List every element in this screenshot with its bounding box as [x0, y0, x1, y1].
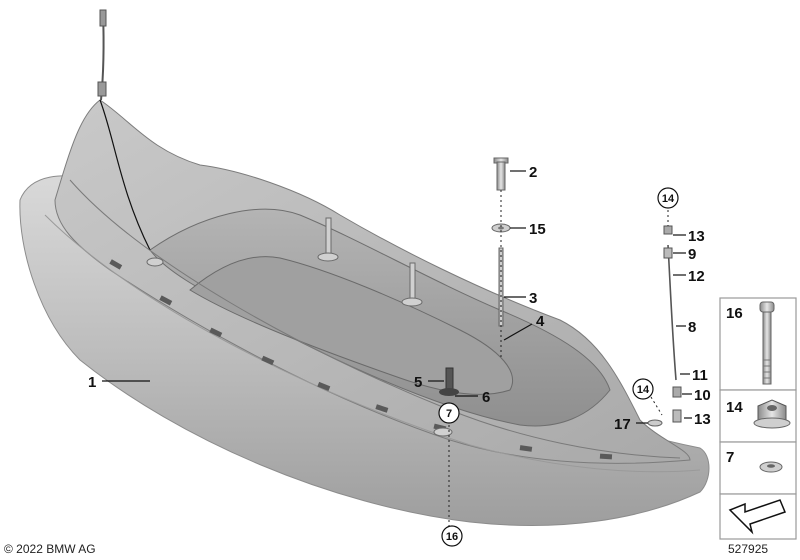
legend-7: 7 — [726, 449, 734, 466]
callout-15: 15 — [529, 221, 546, 238]
callout-6: 6 — [482, 389, 490, 406]
callout-3: 3 — [529, 290, 537, 307]
svg-text:14: 14 — [662, 193, 675, 205]
callout-9: 9 — [688, 246, 696, 263]
washer-icon — [759, 461, 783, 473]
callout-13b: 13 — [694, 411, 711, 428]
bowden-cable-left — [97, 9, 107, 101]
callout-17: 17 — [614, 416, 631, 433]
callout-11: 11 — [692, 367, 708, 384]
circled-callout-16: 16 — [441, 525, 463, 547]
front-spoiler-panel — [19, 99, 710, 526]
legend-14: 14 — [726, 399, 743, 416]
copyright: © 2022 BMW AG — [4, 542, 96, 556]
bowden-cable-right — [647, 225, 682, 427]
clip-5 — [439, 367, 459, 396]
svg-text:7: 7 — [446, 408, 452, 420]
bolt-2 — [493, 157, 509, 191]
callout-10: 10 — [694, 387, 711, 404]
callout-5: 5 — [414, 374, 422, 391]
flange-nut-icon — [753, 399, 791, 429]
circled-callout-14-top: 14 — [657, 187, 679, 209]
assembly-lines — [448, 190, 669, 528]
circled-callout-14-mid: 14 — [632, 378, 654, 400]
callout-8: 8 — [688, 319, 696, 336]
callout-4: 4 — [536, 313, 545, 330]
callout-1: 1 — [88, 374, 96, 391]
bolt-icon — [759, 301, 775, 385]
svg-text:14: 14 — [637, 384, 650, 396]
legend-panel: 16 14 7 — [719, 297, 797, 540]
svg-text:16: 16 — [446, 531, 458, 543]
callout-12: 12 — [688, 268, 705, 285]
circled-callout-7: 7 — [438, 402, 460, 424]
arrow-icon — [728, 499, 786, 535]
callout-2: 2 — [529, 164, 537, 181]
callout-labels: 1 2 15 3 4 5 6 13 9 12 8 11 10 13 17 — [88, 164, 711, 433]
legend-16: 16 — [726, 305, 743, 322]
callout-13a: 13 — [688, 228, 705, 245]
diagram-number: 527925 — [728, 542, 768, 556]
leader-lines — [102, 170, 692, 424]
